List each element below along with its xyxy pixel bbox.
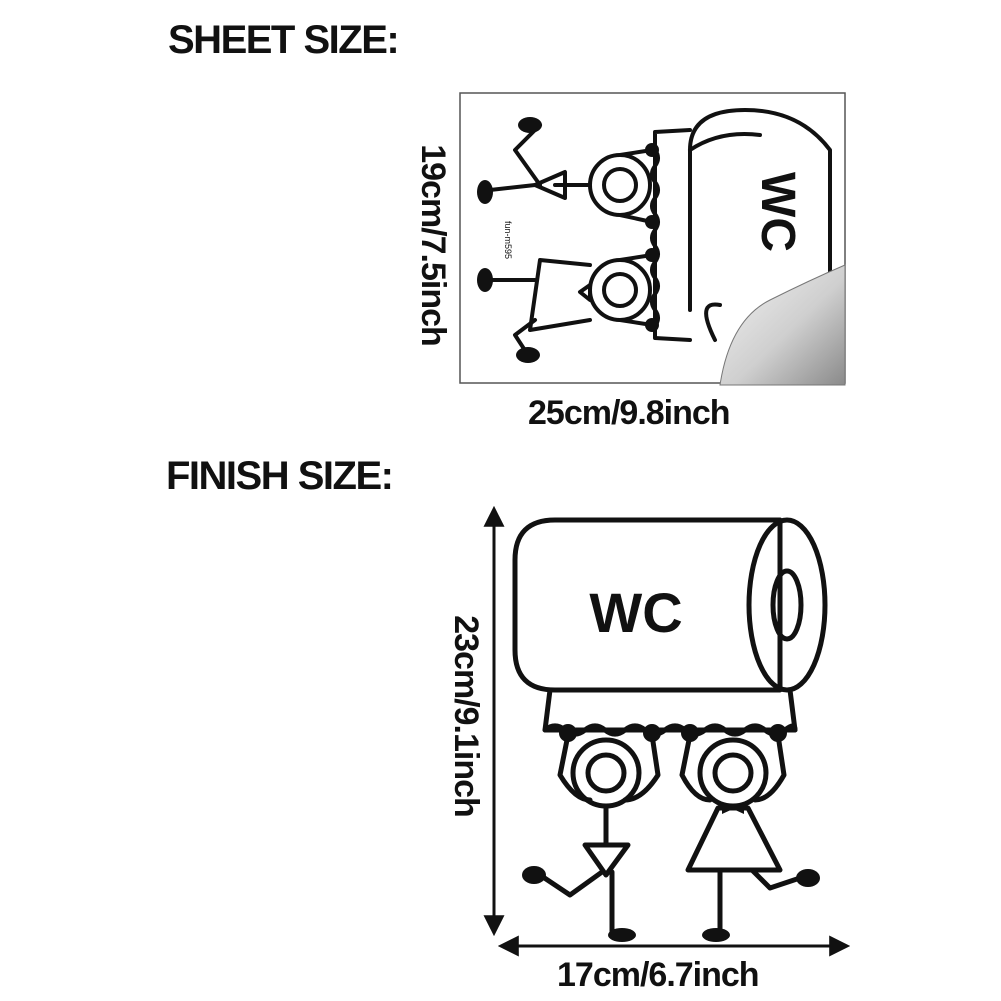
finish-stick-figures-icon bbox=[537, 732, 803, 935]
sheet-hand-dots-icon bbox=[477, 117, 659, 363]
sheet-wc-label: WC bbox=[751, 172, 804, 252]
finish-preview: WC bbox=[483, 505, 851, 957]
finish-width-label: 17cm/6.7inch bbox=[557, 956, 760, 994]
finish-toilet-roll-icon bbox=[512, 517, 828, 737]
sheet-width-label: 25cm/9.8inch bbox=[528, 394, 731, 432]
finish-height-label: 23cm/9.1inch bbox=[447, 615, 485, 817]
finish-wc-label: WC bbox=[589, 581, 682, 644]
sheet-height-label: 19cm/7.5inch bbox=[414, 144, 452, 346]
sheet-page-curl-icon bbox=[719, 264, 846, 386]
sheet-preview: WC fu bbox=[459, 92, 846, 386]
finish-size-heading: FINISH SIZE: bbox=[166, 454, 394, 498]
product-code: fun-m595 bbox=[503, 221, 513, 259]
sheet-size-heading: SHEET SIZE: bbox=[168, 18, 400, 62]
sheet-toilet-roll-icon bbox=[650, 108, 832, 342]
finish-hand-and-feet-dots-icon bbox=[522, 724, 820, 942]
